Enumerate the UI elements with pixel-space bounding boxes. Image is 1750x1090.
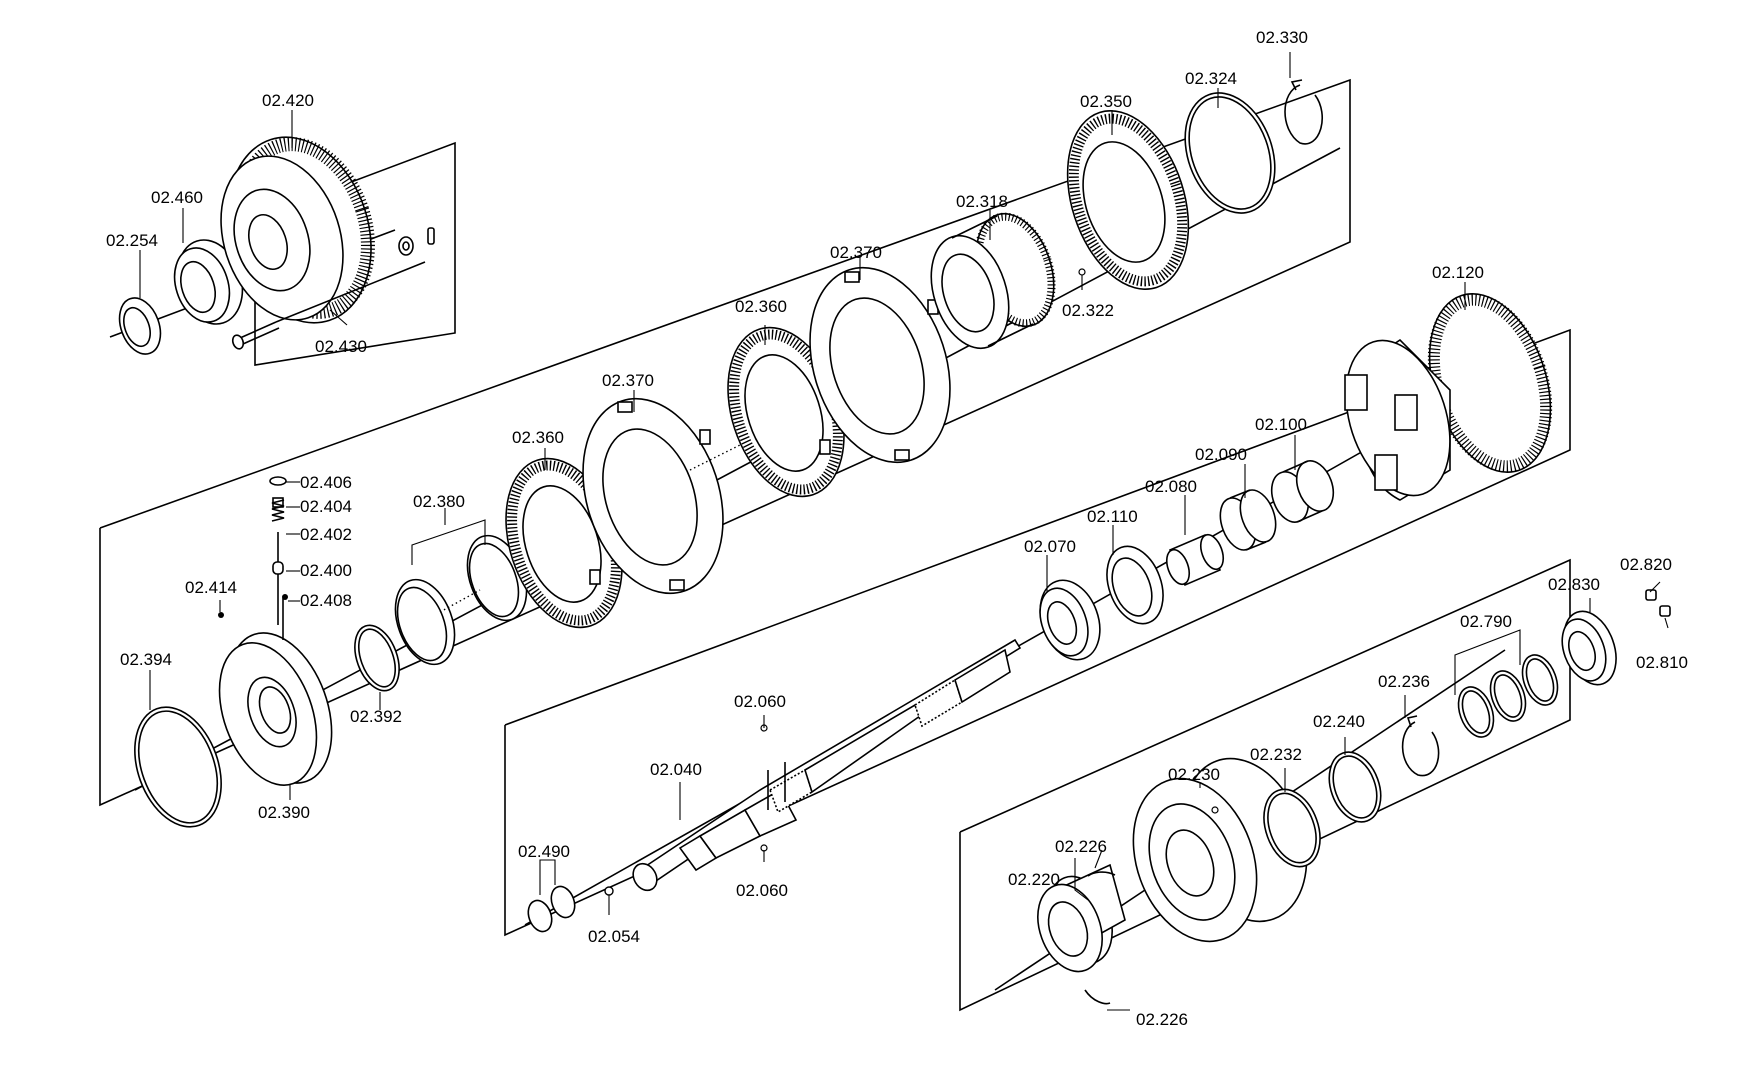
plug-part[interactable] [1645,589,1671,617]
seal-ring-part[interactable] [112,292,168,359]
label-02350[interactable]: 02.350 [1080,92,1132,111]
label-02370-lower[interactable]: 02.370 [602,371,654,390]
label-02830[interactable]: 02.830 [1548,575,1600,594]
hub-part[interactable] [1026,863,1126,981]
label-02040[interactable]: 02.040 [650,760,702,779]
label-02226-lower[interactable]: 02.226 [1136,1010,1188,1029]
inner-carrier-part[interactable] [918,204,1067,359]
label-02420[interactable]: 02.420 [262,91,314,110]
label-02400[interactable]: 02.400 [300,561,352,580]
label-02054[interactable]: 02.054 [588,927,640,946]
label-02406[interactable]: 02.406 [300,473,352,492]
label-02370-upper[interactable]: 02.370 [830,243,882,262]
valve-stack[interactable] [218,476,288,640]
label-02324[interactable]: 02.324 [1185,69,1237,88]
label-02236[interactable]: 02.236 [1378,672,1430,691]
label-02430[interactable]: 02.430 [315,337,367,356]
label-02810[interactable]: 02.810 [1636,653,1688,672]
label-02820[interactable]: 02.820 [1620,555,1672,574]
output-gear-assembly [109,119,435,359]
half-ring-part[interactable] [1084,871,1116,1005]
snap-ring-part[interactable] [1169,80,1290,225]
clutch-pack [119,79,1341,839]
gear-part[interactable] [201,119,394,342]
label-02490[interactable]: 02.490 [518,842,570,861]
label-02394[interactable]: 02.394 [120,650,172,669]
bushing-part[interactable] [1162,532,1227,588]
nut-part[interactable] [398,236,414,256]
label-02330[interactable]: 02.330 [1256,28,1308,47]
screw-part[interactable] [231,261,426,350]
snap-ring-part[interactable] [1452,650,1564,742]
bearing-part[interactable] [166,232,253,333]
planetary-assembly [994,589,1671,1005]
label-02230[interactable]: 02.230 [1168,765,1220,784]
bearing-part[interactable] [1030,572,1111,668]
label-02322[interactable]: 02.322 [1062,301,1114,320]
friction-disc-part[interactable] [708,313,864,512]
bearing-part[interactable] [1554,604,1625,692]
label-02240[interactable]: 02.240 [1313,712,1365,731]
label-02110[interactable]: 02.110 [1087,507,1138,526]
label-02060-lower[interactable]: 02.060 [736,881,788,900]
snap-ring-part[interactable] [347,619,408,697]
snap-ring-part[interactable] [1320,745,1390,829]
label-02404[interactable]: 02.404 [300,497,352,516]
steel-plate-part[interactable] [786,249,973,480]
label-02460[interactable]: 02.460 [151,188,203,207]
label-02360-lower[interactable]: 02.360 [512,428,564,447]
label-02080[interactable]: 02.080 [1145,477,1197,496]
label-02390[interactable]: 02.390 [258,803,310,822]
steel-plate-part[interactable] [559,380,746,611]
pin-part[interactable] [427,227,435,245]
snap-ring-part[interactable] [119,695,237,839]
label-02414[interactable]: 02.414 [185,578,237,597]
label-02318[interactable]: 02.318 [956,192,1008,211]
label-02226-upper[interactable]: 02.226 [1055,837,1107,856]
label-02232[interactable]: 02.232 [1250,745,1302,764]
bushing-part[interactable] [1214,485,1283,555]
part-labels: 02.420 02.460 02.254 02.430 02.330 02.32… [106,28,1688,1029]
label-02060-upper[interactable]: 02.060 [734,692,786,711]
label-02070[interactable]: 02.070 [1024,537,1076,556]
label-02100[interactable]: 02.100 [1255,415,1307,434]
friction-disc-part[interactable] [1046,95,1209,305]
label-02360-upper[interactable]: 02.360 [735,297,787,316]
leader-lines [139,52,1669,1011]
label-02090[interactable]: 02.090 [1195,445,1247,464]
label-02220[interactable]: 02.220 [1008,870,1060,889]
group-frames [99,78,1571,1012]
label-02120[interactable]: 02.120 [1432,263,1484,282]
label-02380[interactable]: 02.380 [413,492,465,511]
main-shaft-part[interactable] [628,638,1022,895]
snap-ring-part[interactable] [1254,782,1330,875]
label-02402[interactable]: 02.402 [300,525,352,544]
label-02790[interactable]: 02.790 [1460,612,1512,631]
circlip-part[interactable] [1401,715,1440,777]
snap-ring-part[interactable] [524,883,579,935]
circlip-part[interactable] [1284,79,1323,145]
label-02254[interactable]: 02.254 [106,231,158,250]
bushing-part[interactable] [1265,456,1340,527]
washer-part[interactable] [1097,539,1173,632]
shaft-assembly [524,278,1572,935]
clutch-drum-part[interactable] [1328,278,1572,509]
piston-part[interactable] [201,619,350,799]
label-02408[interactable]: 02.408 [300,591,352,610]
label-02392[interactable]: 02.392 [350,707,402,726]
